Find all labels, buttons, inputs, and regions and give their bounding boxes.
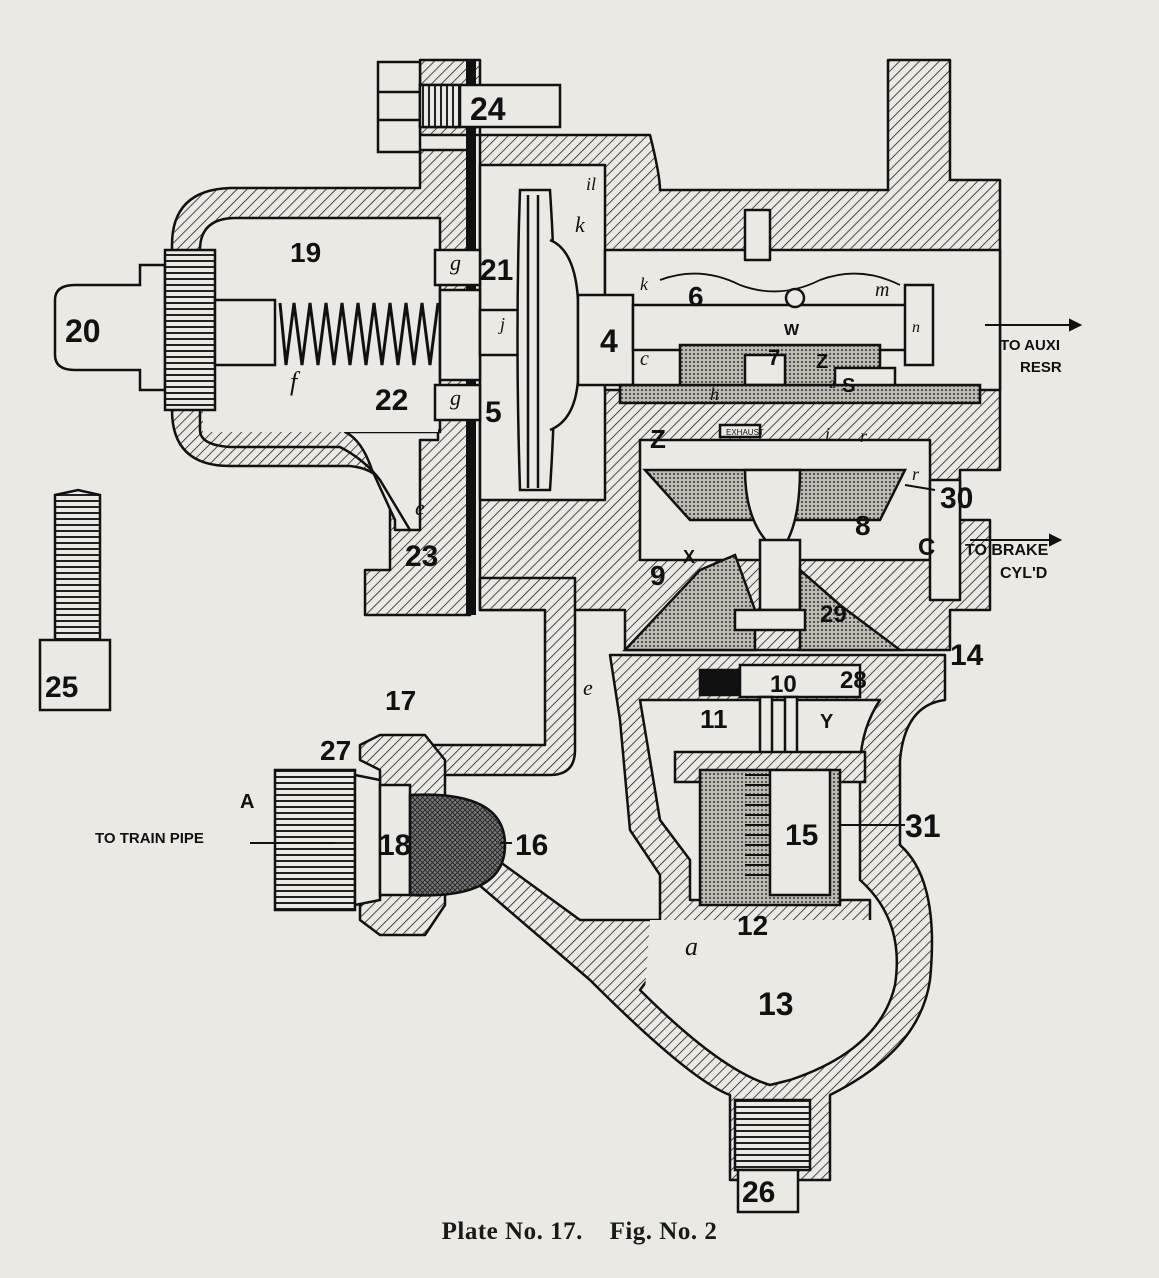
figure-caption: Plate No. 17. Fig. No. 2 xyxy=(0,1218,1159,1246)
label-8: 8 xyxy=(855,510,871,541)
check-valve-case-15 xyxy=(673,750,867,907)
to-auxi-label: TO AUXI xyxy=(1000,337,1060,354)
figure-number: Fig. No. 2 xyxy=(609,1218,718,1245)
to-train-pipe-label: TO TRAIN PIPE xyxy=(95,830,204,847)
piston-4 xyxy=(516,188,935,492)
label-14: 14 xyxy=(950,639,984,672)
label-4: 4 xyxy=(600,323,618,359)
letter-f: f xyxy=(290,367,301,396)
letter-S: S xyxy=(842,375,855,397)
label-17: 17 xyxy=(385,685,416,716)
part-number-labels: 24 19 21 20 22 4 5 6 7 23 30 8 9 29 14 2… xyxy=(45,91,984,1209)
graduating-spring-22 xyxy=(213,248,522,422)
drain-plug-26 xyxy=(733,1098,812,1214)
flow-arrows xyxy=(250,318,1083,844)
label-28: 28 xyxy=(840,667,867,694)
loose-bolt-25 xyxy=(38,488,112,712)
to-brake-label: TO BRAKE xyxy=(965,542,1049,559)
letter-k-2: k xyxy=(640,274,649,294)
letter-X: X xyxy=(683,547,695,567)
label-22: 22 xyxy=(375,384,408,417)
label-27: 27 xyxy=(320,735,351,766)
label-20: 20 xyxy=(65,313,101,349)
letter-e-2: e xyxy=(583,675,593,700)
letter-r-2: r xyxy=(912,464,920,484)
label-6: 6 xyxy=(688,281,704,312)
label-11: 11 xyxy=(700,704,728,734)
label-24: 24 xyxy=(470,91,506,127)
strainer-16 xyxy=(273,768,507,912)
letter-a: a xyxy=(685,932,698,961)
letter-n: n xyxy=(912,319,920,336)
letter-A: A xyxy=(240,791,254,813)
label-9: 9 xyxy=(650,560,666,591)
letter-g-1: g xyxy=(450,250,461,275)
letter-r-1: r xyxy=(860,426,868,446)
label-12: 12 xyxy=(737,910,768,941)
valve-body-casting xyxy=(170,58,1002,1182)
letter-W: W xyxy=(784,322,800,339)
label-21: 21 xyxy=(480,254,513,287)
label-13: 13 xyxy=(758,986,794,1022)
letter-il: il xyxy=(586,174,596,194)
letter-k-1: k xyxy=(575,212,586,237)
label-29: 29 xyxy=(820,601,847,628)
label-10: 10 xyxy=(770,671,797,698)
label-19: 19 xyxy=(290,237,321,268)
letter-g-2: g xyxy=(450,385,461,410)
resr-label: RESR xyxy=(1020,359,1062,376)
label-5: 5 xyxy=(485,396,502,429)
letter-Z-1: Z xyxy=(816,351,828,373)
label-18: 18 xyxy=(378,829,411,862)
label-31: 31 xyxy=(905,808,941,844)
letter-h: h xyxy=(710,384,719,404)
cyld-label: CYL'D xyxy=(1000,565,1047,582)
letter-i: i xyxy=(825,424,830,444)
emergency-piston-8 xyxy=(642,468,908,612)
label-23: 23 xyxy=(405,540,438,573)
slide-valve-assembly xyxy=(618,343,982,439)
direction-annotations: TO AUXI RESR TO BRAKE CYL'D TO TRAIN PIP… xyxy=(95,337,1062,847)
exhaust-label: EXHAUST xyxy=(726,428,764,437)
letter-labels: A C S W X Y Z Z z a c e e f g g h i j k … xyxy=(240,174,935,961)
letter-Z-2: Z xyxy=(650,424,666,454)
label-15: 15 xyxy=(785,819,818,852)
letter-z: z xyxy=(829,375,837,392)
label-7: 7 xyxy=(768,345,780,370)
letter-c: c xyxy=(640,348,649,370)
bolt-24 xyxy=(376,60,562,154)
cap-nut-20 xyxy=(53,248,217,412)
letter-e-1: e xyxy=(415,495,425,520)
label-16: 16 xyxy=(515,829,548,862)
label-30: 30 xyxy=(940,482,973,515)
label-25: 25 xyxy=(45,671,78,704)
letter-m: m xyxy=(875,279,889,301)
plate-number: Plate No. 17. xyxy=(441,1218,583,1245)
letter-j: j xyxy=(498,314,505,334)
label-26: 26 xyxy=(742,1176,775,1209)
letter-Y: Y xyxy=(820,711,834,733)
letter-C: C xyxy=(918,534,935,561)
